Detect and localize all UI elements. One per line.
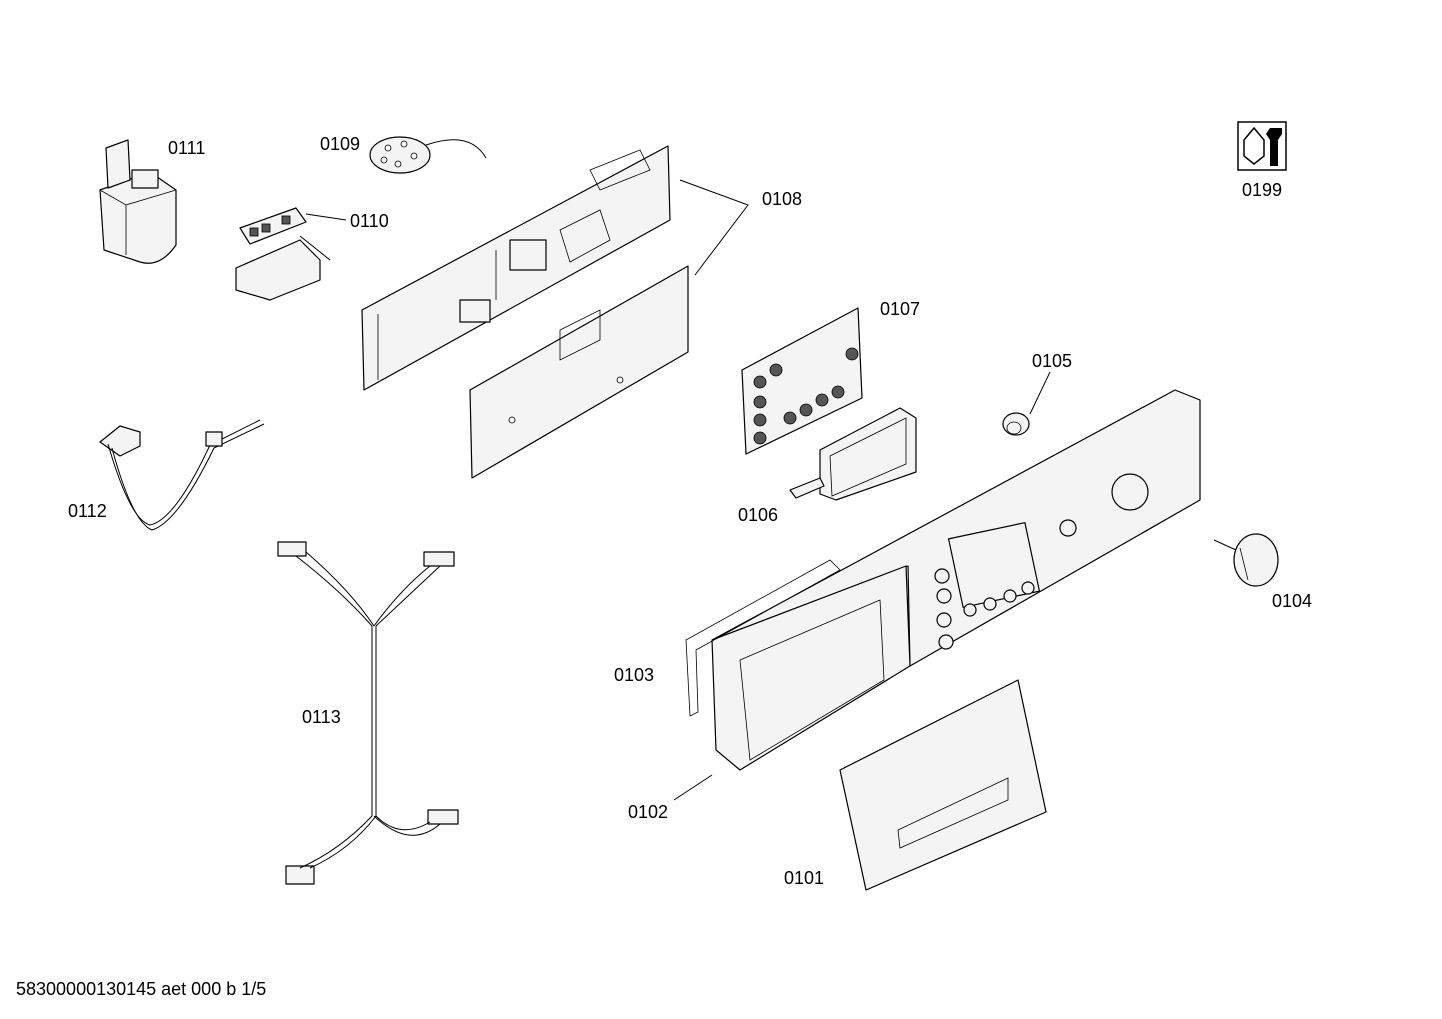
part-0105-button[interactable]: 0105 bbox=[1002, 351, 1072, 436]
label-0108: 0108 bbox=[762, 189, 802, 209]
part-0110-module[interactable]: 0110 bbox=[235, 207, 389, 301]
label-0105: 0105 bbox=[1032, 351, 1072, 371]
label-0103: 0103 bbox=[614, 665, 654, 685]
document-reference: 58300000130145 aet 000 b 1/5 bbox=[16, 979, 267, 999]
part-0101-drawer-handle[interactable]: 0101 bbox=[784, 679, 1047, 891]
label-0107: 0107 bbox=[880, 299, 920, 319]
label-0102: 0102 bbox=[628, 802, 668, 822]
label-0112: 0112 bbox=[68, 501, 107, 521]
label-0106: 0106 bbox=[738, 505, 778, 525]
wrench-nut-icon: 0199 bbox=[1237, 121, 1287, 200]
label-0111: 0111 bbox=[168, 138, 205, 158]
label-0113: 0113 bbox=[302, 707, 341, 727]
label-0110: 0110 bbox=[350, 211, 389, 231]
label-0104: 0104 bbox=[1272, 591, 1312, 611]
label-0109: 0109 bbox=[320, 134, 360, 154]
part-0108-housing[interactable]: 0108 bbox=[361, 145, 802, 479]
part-0106-display[interactable]: 0106 bbox=[738, 407, 917, 525]
part-0109-buzzer[interactable]: 0109 bbox=[320, 134, 487, 174]
label-0199: 0199 bbox=[1242, 180, 1282, 200]
part-0102-0103-fascia[interactable]: 0103 0102 bbox=[614, 389, 1201, 822]
part-0111-filter[interactable]: 0111 bbox=[99, 138, 205, 264]
part-0104-knob[interactable]: 0104 bbox=[1213, 533, 1312, 611]
label-0101: 0101 bbox=[784, 868, 824, 888]
part-0107-control-board[interactable]: 0107 bbox=[741, 299, 920, 455]
part-0112-power-cord[interactable]: 0112 bbox=[68, 419, 265, 531]
part-0113-wiring-harness[interactable]: 0113 bbox=[277, 541, 459, 885]
